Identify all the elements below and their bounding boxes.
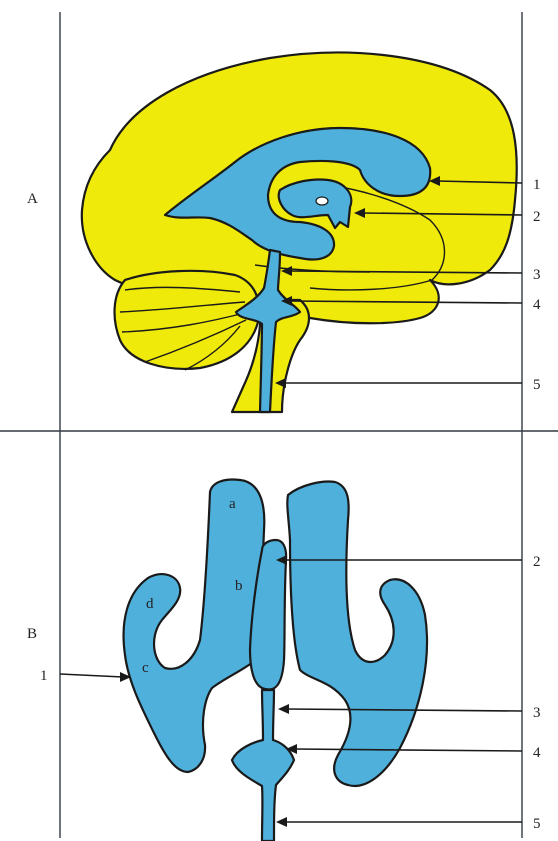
panel-a-label: A: [27, 191, 38, 207]
left-lateral-ventricle: [124, 480, 265, 773]
panel-b-callout-2: 2: [533, 554, 541, 570]
panel-b-label: B: [27, 626, 37, 642]
panel-b-callout-3: 3: [533, 705, 541, 721]
part-label-a: a: [229, 496, 236, 512]
panel-a-callout-2: 2: [533, 209, 541, 225]
panel-a-callout-5: 5: [533, 377, 541, 393]
right-lateral-ventricle: [287, 482, 427, 786]
panel-b-callout-1: 1: [40, 668, 48, 684]
panel-a-callout-1: 1: [533, 177, 541, 193]
panel-a: A: [27, 53, 541, 412]
part-label-c: c: [142, 660, 149, 676]
interventricular-foramen: [316, 197, 328, 205]
part-label-d: d: [146, 596, 154, 612]
panel-a-callout-4: 4: [533, 297, 541, 313]
panel-b-callout-5: 5: [533, 816, 541, 832]
panel-a-callout-3: 3: [533, 267, 541, 283]
part-label-b: b: [235, 578, 243, 594]
panel-b: B a b c d 1 2 3 4 5: [27, 480, 541, 841]
panel-b-callout-4: 4: [533, 745, 541, 761]
cerebellum: [115, 271, 260, 369]
